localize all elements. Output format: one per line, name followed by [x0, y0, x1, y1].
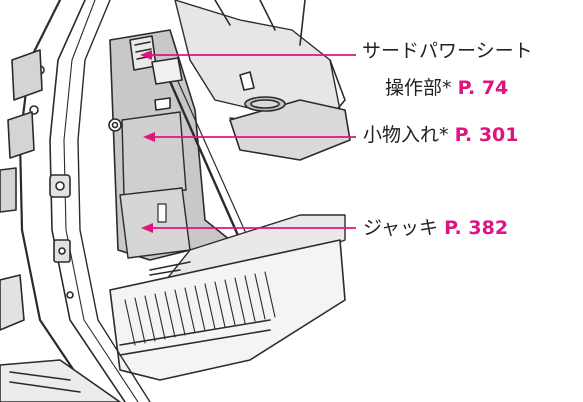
storage-compartment-lid	[121, 111, 187, 197]
jack-cover	[119, 187, 191, 259]
callout-seat-control-subtitle: 操作部* P. 74	[385, 75, 508, 102]
callout-arrowheads	[140, 50, 155, 233]
callout-seat-control-title: サードパワーシート	[362, 38, 533, 65]
seat-control-page-link[interactable]: P. 74	[457, 77, 509, 99]
jack-page-link[interactable]: P. 382	[444, 217, 509, 239]
jack-cover-handle	[157, 203, 167, 223]
jack-label: ジャッキ	[363, 217, 439, 239]
storage-label: 小物入れ*	[363, 124, 449, 146]
seat-control-sublabel: 操作部*	[385, 77, 452, 99]
storage-page-link[interactable]: P. 301	[454, 124, 519, 146]
arrowhead-seat-control	[140, 50, 152, 60]
seat-control-label: サードパワーシート	[362, 40, 533, 62]
arrowhead-storage	[143, 132, 155, 142]
callout-storage: 小物入れ* P. 301	[363, 122, 519, 149]
sill-ribs	[124, 271, 276, 346]
seat-belt-strap	[163, 68, 242, 242]
tailgate-frame-left	[18, 0, 97, 402]
callout-leader-lines	[145, 54, 356, 229]
arrowhead-jack	[141, 223, 153, 233]
rear-bumper-sill	[109, 239, 346, 381]
callout-jack: ジャッキ P. 382	[363, 215, 508, 242]
